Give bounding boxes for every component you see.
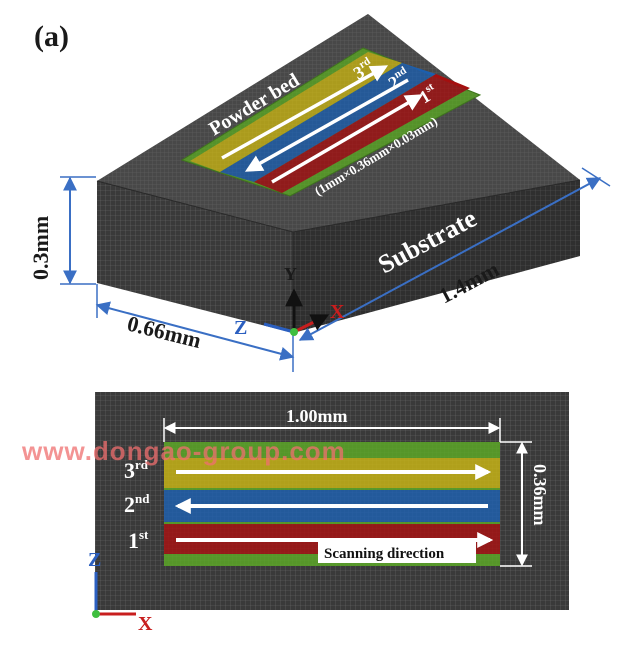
track-2nd-num-b: 2 [124, 492, 135, 517]
track-2nd-label-b: 2nd [124, 491, 150, 517]
dim-width-label: 0.66mm [125, 311, 204, 353]
dim-length-line [298, 177, 602, 341]
track-1st-sup-b: st [139, 527, 149, 542]
panel-a: (a) Powder bed 3rd 2nd 1st [28, 14, 611, 372]
dimension-lines-a [60, 167, 611, 372]
scan-direction-box [318, 541, 476, 563]
axis-triad-b [92, 572, 136, 618]
panel-b-label: (b) [38, 406, 75, 439]
dimension-lines-b [163, 418, 532, 567]
axis-triad-a [263, 288, 330, 336]
watermark: www.dongao-group.com [21, 436, 346, 466]
track-2nd-sup-b: nd [135, 491, 150, 506]
track-1st-num-b: 1 [128, 528, 139, 553]
axis-z-arrow-a [263, 322, 295, 334]
track-3rd-num-b: 3 [124, 458, 135, 483]
panel-a-label: (a) [34, 20, 69, 53]
scan-arrow-1st [271, 94, 424, 184]
track-3rd-sup-a: rd [357, 55, 373, 71]
substrate-front-face [97, 181, 293, 333]
scan-arrow-3rd [221, 65, 389, 160]
dim-length-label-b: 1.00mm [286, 406, 348, 426]
axis-y-label-a: Y [284, 264, 297, 284]
axis-z-label-b: Z [88, 549, 101, 571]
track-3rd-sup-b: rd [135, 457, 149, 472]
track-3rd-label-b: 3rd [124, 457, 149, 483]
scan-direction-label: Scanning direction [324, 546, 445, 562]
axis-z-label-a: Z [234, 317, 247, 339]
panel-b: (b) Scanning direction 3rd 2nd 1st [38, 392, 569, 635]
axis-x-label-a: X [330, 301, 345, 323]
dim-length-tick [581, 167, 611, 187]
scan-arrow-2nd [244, 78, 409, 172]
track-labels-b: 3rd 2nd 1st [124, 457, 150, 553]
powder-bed [180, 47, 482, 197]
dim-width-label-b: 0.36mm [530, 464, 550, 526]
axis-origin-a [290, 328, 298, 336]
track-labels-a: 3rd 2nd 1st [350, 55, 436, 107]
axis-x-label-b: X [138, 613, 153, 635]
track-2nd-sup-a: nd [392, 64, 409, 81]
track-1st-label-b: 1st [128, 527, 149, 553]
dim-height-label: 0.3mm [28, 216, 53, 280]
axis-origin-b [92, 610, 100, 618]
axis-x-arrow-a [293, 314, 330, 334]
dim-width-line [95, 301, 295, 361]
